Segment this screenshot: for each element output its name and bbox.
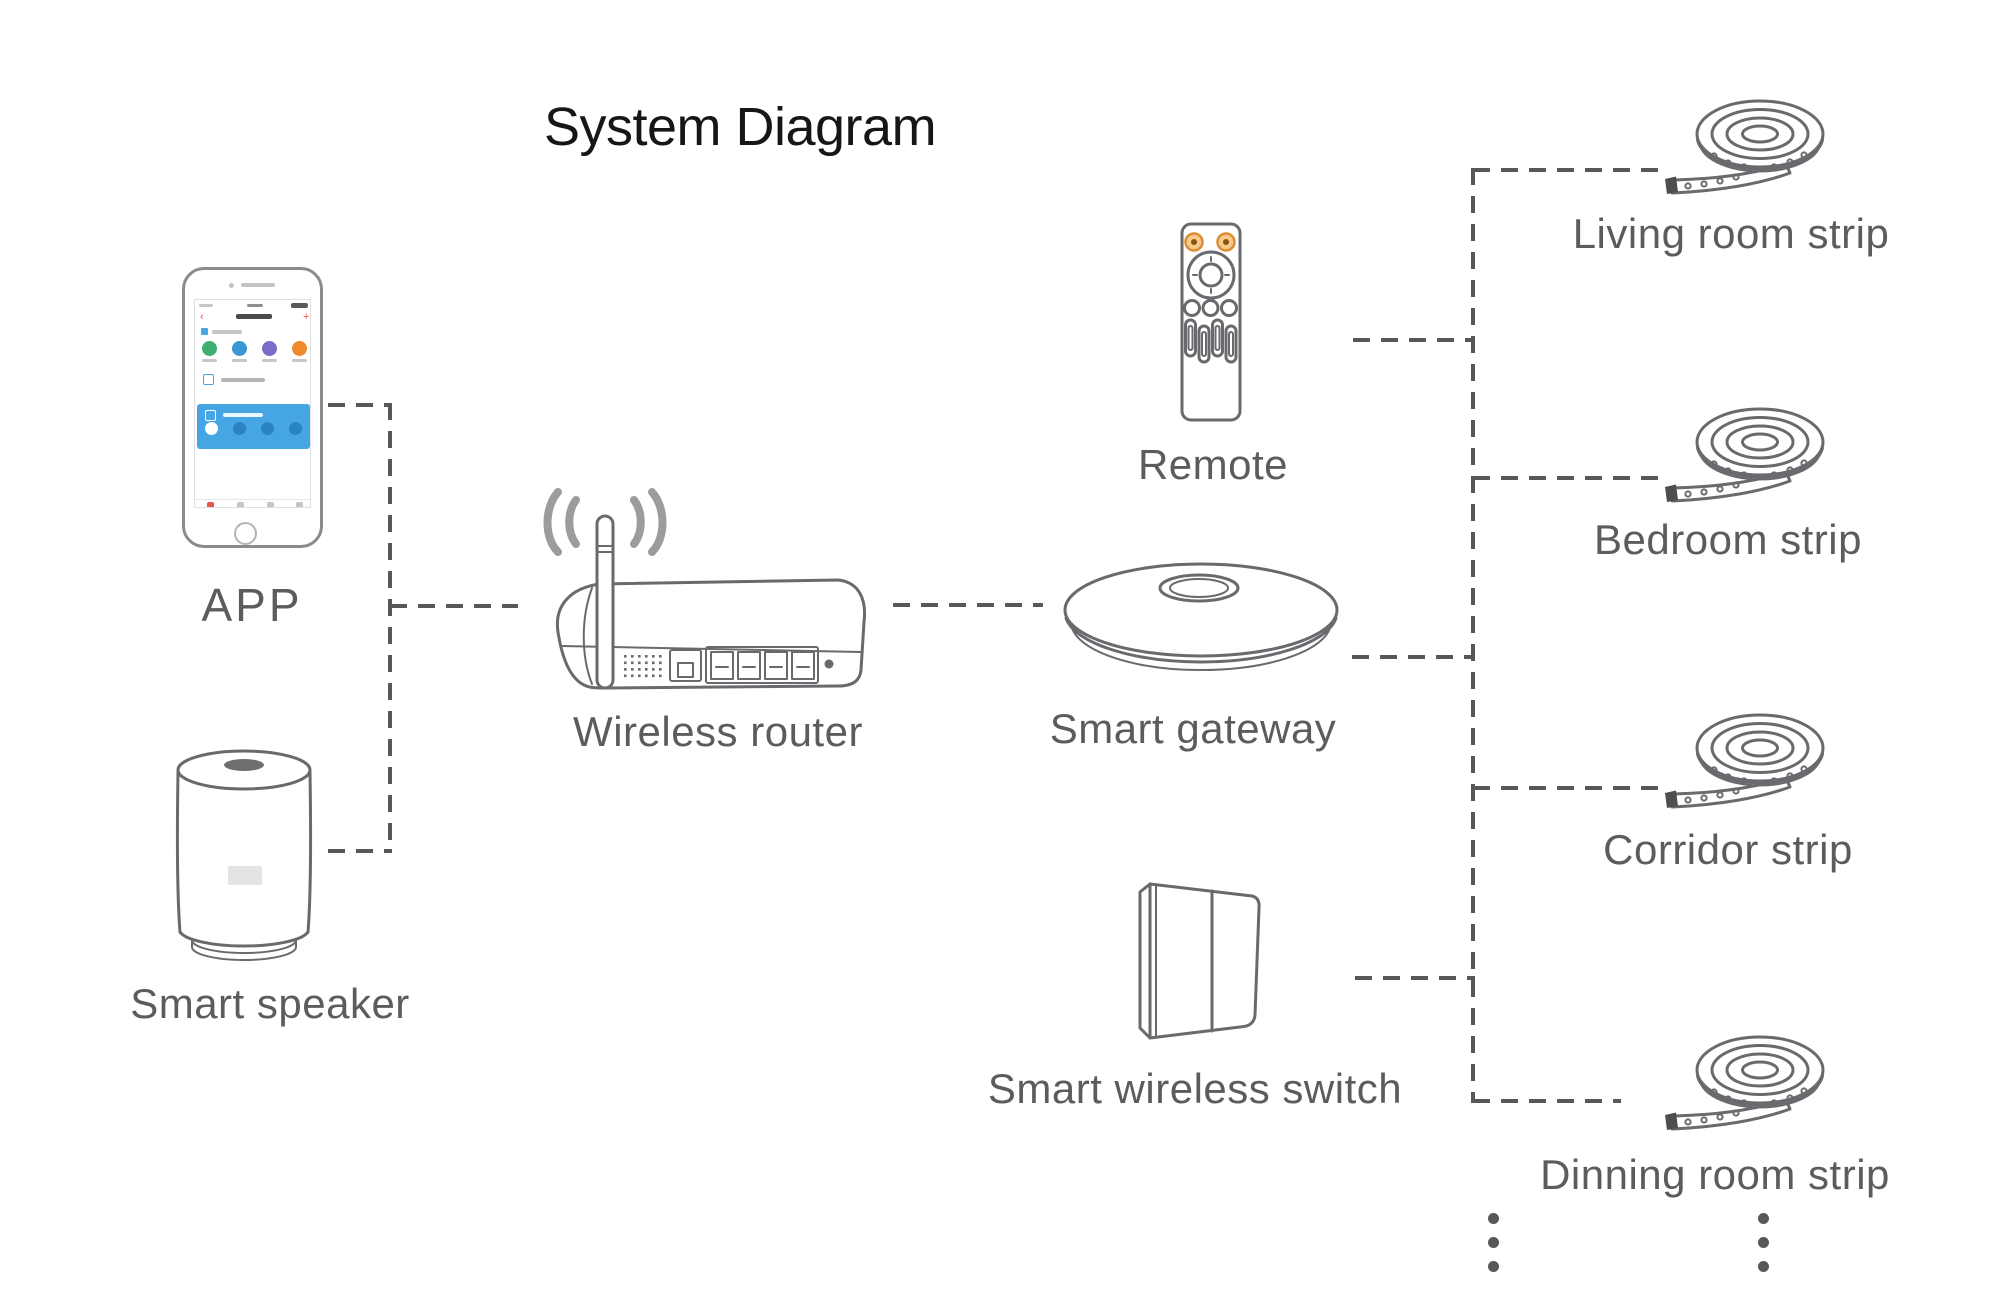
page-title: System Diagram xyxy=(543,97,937,157)
status-signal xyxy=(199,304,213,307)
smart-gateway-label: Smart gateway xyxy=(1049,705,1337,752)
app-icon-label-bar xyxy=(262,359,277,362)
ellipsis-dot xyxy=(1758,1261,1769,1272)
tab-home-icon xyxy=(207,502,214,507)
device-row-text-bar xyxy=(221,378,265,382)
wireless-router-label: Wireless router xyxy=(573,708,863,755)
edge-trunk-to-router xyxy=(390,604,518,608)
device-card-icon xyxy=(205,410,216,421)
status-battery xyxy=(291,303,308,308)
smartphone-icon: ‹ + xyxy=(182,267,323,548)
bedroom-strip-icon xyxy=(1662,400,1832,515)
edge-bus-to-bedroom-strip xyxy=(1473,476,1663,480)
wireless-router-icon xyxy=(543,488,867,690)
smart-wireless-switch-icon xyxy=(1138,882,1261,1040)
smart-gateway-icon xyxy=(1063,562,1339,672)
ellipsis-dot xyxy=(1488,1213,1499,1224)
edge-right-trunk xyxy=(1471,168,1475,1103)
edge-left-trunk xyxy=(388,403,392,853)
smart-speaker-icon xyxy=(175,749,313,961)
edge-bus-to-dinning-strip xyxy=(1473,1099,1621,1103)
tab-icon xyxy=(237,502,244,507)
room-filter-text-bar xyxy=(212,330,242,334)
app-icon-blue xyxy=(232,341,247,356)
device-card-active xyxy=(197,404,310,449)
status-time xyxy=(247,304,263,307)
bedroom-strip-label: Bedroom strip xyxy=(1594,516,1862,563)
app-icon-orange xyxy=(292,341,307,356)
edge-speaker-to-router xyxy=(328,849,392,853)
edge-app-to-router xyxy=(328,403,392,407)
edge-remote-to-bus xyxy=(1353,338,1475,342)
edge-bus-to-corridor-strip xyxy=(1473,786,1663,790)
app-icon-label-bar xyxy=(202,359,217,362)
edge-router-to-gateway xyxy=(893,603,1043,607)
edge-gateway-to-bus xyxy=(1352,655,1475,659)
app-label: APP xyxy=(201,579,303,631)
phone-speaker-slit xyxy=(241,283,275,287)
phone-home-button xyxy=(234,522,257,545)
living-room-strip-label: Living room strip xyxy=(1572,210,1890,257)
device-card-text-bar xyxy=(223,413,263,417)
room-filter-icon xyxy=(201,328,208,335)
remote-icon xyxy=(1180,222,1242,422)
phone-camera-dot xyxy=(229,283,234,288)
edge-switch-to-bus xyxy=(1355,976,1475,980)
wifi-waves-icon xyxy=(543,488,667,556)
app-icon-purple xyxy=(262,341,277,356)
smart-wireless-switch-label: Smart wireless switch xyxy=(987,1065,1403,1112)
scene-toggle xyxy=(233,422,246,435)
app-icon-label-bar xyxy=(292,359,307,362)
living-room-strip-icon xyxy=(1662,92,1832,207)
ellipsis-dot xyxy=(1488,1237,1499,1248)
edge-bus-to-living-strip xyxy=(1473,168,1663,172)
smart-speaker-label: Smart speaker xyxy=(130,980,410,1027)
corridor-strip-icon xyxy=(1662,706,1832,821)
app-icon-green xyxy=(202,341,217,356)
app-screen: ‹ + xyxy=(194,299,311,508)
tab-icon xyxy=(296,502,303,507)
nav-add-icon: + xyxy=(303,311,310,323)
corridor-strip-label: Corridor strip xyxy=(1603,826,1853,873)
app-tabbar xyxy=(195,499,310,507)
nav-back-chevron: ‹ xyxy=(200,311,204,323)
scene-toggle xyxy=(261,422,274,435)
ellipsis-dot xyxy=(1758,1237,1769,1248)
remote-label: Remote xyxy=(1137,441,1289,488)
tab-icon xyxy=(267,502,274,507)
dinning-room-strip-label: Dinning room strip xyxy=(1540,1151,1890,1198)
app-icon-label-bar xyxy=(232,359,247,362)
dinning-room-strip-icon xyxy=(1662,1028,1832,1143)
ellipsis-dot xyxy=(1488,1261,1499,1272)
nav-title-bar xyxy=(236,314,272,319)
scene-toggle xyxy=(289,422,302,435)
scene-toggle-on xyxy=(205,422,218,435)
ellipsis-dot xyxy=(1758,1213,1769,1224)
device-row-icon xyxy=(203,374,214,385)
